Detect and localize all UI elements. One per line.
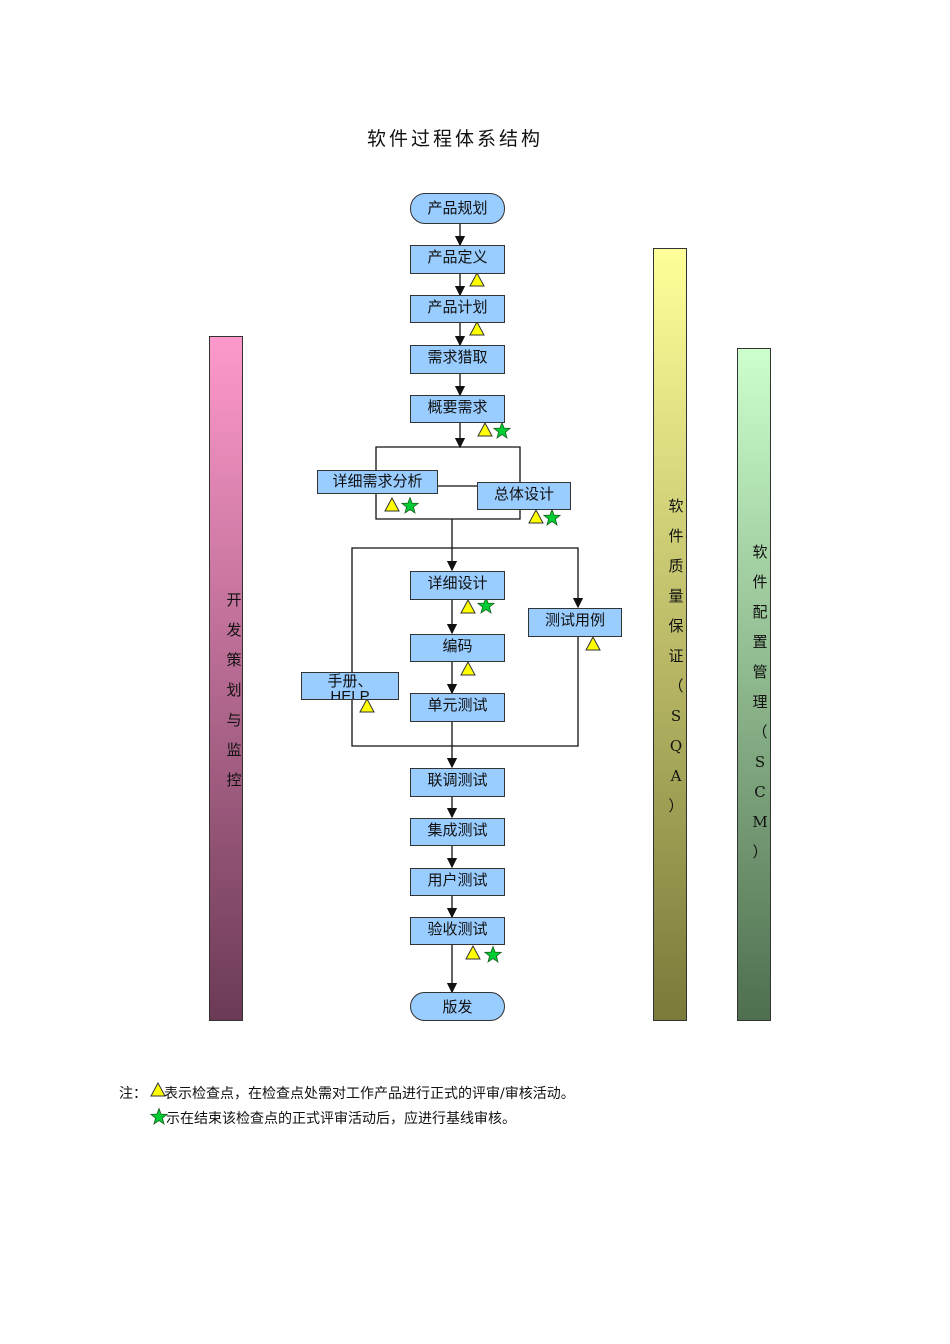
band-character: （ xyxy=(668,677,684,695)
node-test-cases: 测试用例 xyxy=(528,608,622,637)
checkpoint-triangle-icon xyxy=(469,320,485,336)
checkpoint-triangle-icon xyxy=(528,508,544,524)
band-character: 开 xyxy=(226,591,242,609)
merge-tests xyxy=(351,637,579,747)
band-character: Q xyxy=(669,737,683,755)
baseline-star-icon xyxy=(149,1107,169,1125)
band-character: ） xyxy=(668,797,684,815)
band-character: 质 xyxy=(668,557,684,575)
node-manual-line1: 手册、 xyxy=(327,672,373,690)
node-product-definition: 产品定义 xyxy=(410,245,505,274)
legend-note-triangle: 注： 表示检查点，在检查点处需对工作产品进行正式的评审/审核活动。 xyxy=(119,1083,575,1103)
band-character: 发 xyxy=(226,621,242,639)
legend-line2: 示在结束该检查点的正式评审活动后，应进行基线审核。 xyxy=(166,1111,516,1127)
node-manual-line2: HELP xyxy=(330,688,370,700)
checkpoint-triangle-icon xyxy=(460,598,476,614)
band-character: 软 xyxy=(668,497,684,515)
band-character: 控 xyxy=(226,771,242,789)
baseline-star-icon xyxy=(542,508,562,526)
node-acceptance-test: 验收测试 xyxy=(410,917,505,945)
band-character: 证 xyxy=(668,647,684,665)
band-character: 置 xyxy=(752,633,768,651)
band-character: 监 xyxy=(226,741,242,759)
band-character: 理 xyxy=(752,693,768,711)
legend-note-star: 示在结束该检查点的正式评审活动后，应进行基线审核。 xyxy=(151,1108,516,1128)
node-product-planning: 产品规划 xyxy=(410,193,505,224)
checkpoint-triangle-icon xyxy=(585,635,601,651)
node-system-test: 集成测试 xyxy=(410,818,505,846)
node-unit-test: 单元测试 xyxy=(410,693,505,722)
merge-requirements xyxy=(375,494,521,520)
band-character: S xyxy=(754,753,766,771)
band-character: （ xyxy=(752,723,768,741)
legend-line1: 表示检查点，在检查点处需对工作产品进行正式的评审/审核活动。 xyxy=(164,1086,575,1102)
node-requirement-elicitation: 需求猎取 xyxy=(410,345,505,374)
node-release: 版发 xyxy=(410,992,505,1021)
band-character: 软 xyxy=(752,543,768,561)
checkpoint-triangle-icon xyxy=(460,660,476,676)
band-character: 件 xyxy=(668,527,684,545)
band-character: ） xyxy=(752,843,768,861)
baseline-star-icon xyxy=(476,596,496,614)
band-character: A xyxy=(670,767,682,785)
baseline-star-icon xyxy=(492,421,512,439)
node-detailed-requirements: 详细需求分析 xyxy=(317,470,438,494)
planning-monitoring-label: 开发策划与监控 xyxy=(224,585,244,795)
node-coding: 编码 xyxy=(410,634,505,662)
split-design xyxy=(351,547,584,672)
checkpoint-triangle-icon xyxy=(359,697,375,713)
checkpoint-triangle-icon xyxy=(150,1081,166,1097)
scm-band xyxy=(737,348,771,1021)
sqa-band xyxy=(653,248,687,1021)
split-requirements xyxy=(375,446,521,482)
band-character: 划 xyxy=(226,681,242,699)
node-integration-test: 联调测试 xyxy=(410,768,505,797)
checkpoint-triangle-icon xyxy=(384,496,400,512)
band-character: 与 xyxy=(226,711,242,729)
band-character: 管 xyxy=(752,663,768,681)
band-character: M xyxy=(752,813,768,831)
band-character: 量 xyxy=(668,587,684,605)
node-architecture-design: 总体设计 xyxy=(477,482,571,510)
band-character: 件 xyxy=(752,573,768,591)
node-user-test: 用户测试 xyxy=(410,868,505,896)
node-manual-help: 手册、 HELP xyxy=(301,672,399,700)
baseline-star-icon xyxy=(483,945,503,963)
node-detailed-design: 详细设计 xyxy=(410,571,505,600)
checkpoint-triangle-icon xyxy=(469,271,485,287)
band-character: S xyxy=(670,707,682,725)
checkpoint-triangle-icon xyxy=(477,421,493,437)
band-character: 保 xyxy=(668,617,684,635)
legend-prefix: 注： xyxy=(119,1086,147,1102)
baseline-star-icon xyxy=(400,496,420,514)
band-character: 策 xyxy=(226,651,242,669)
band-character: C xyxy=(754,783,766,801)
node-requirement-overview: 概要需求 xyxy=(410,395,505,423)
band-character: 配 xyxy=(752,603,768,621)
node-product-schedule: 产品计划 xyxy=(410,295,505,323)
page-title: 软件过程体系结构 xyxy=(366,128,543,150)
checkpoint-triangle-icon xyxy=(465,944,481,960)
planning-monitoring-band xyxy=(209,336,243,1021)
